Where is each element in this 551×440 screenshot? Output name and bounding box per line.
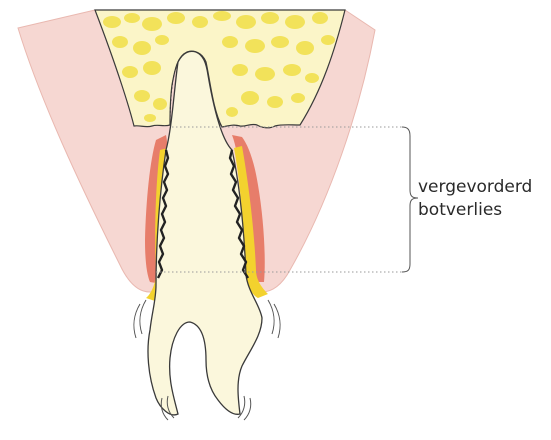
measurement-bracket — [402, 127, 418, 272]
annotation-line-2: botverlies — [418, 200, 502, 220]
annotation-line-1: vergevorderd — [418, 177, 532, 197]
